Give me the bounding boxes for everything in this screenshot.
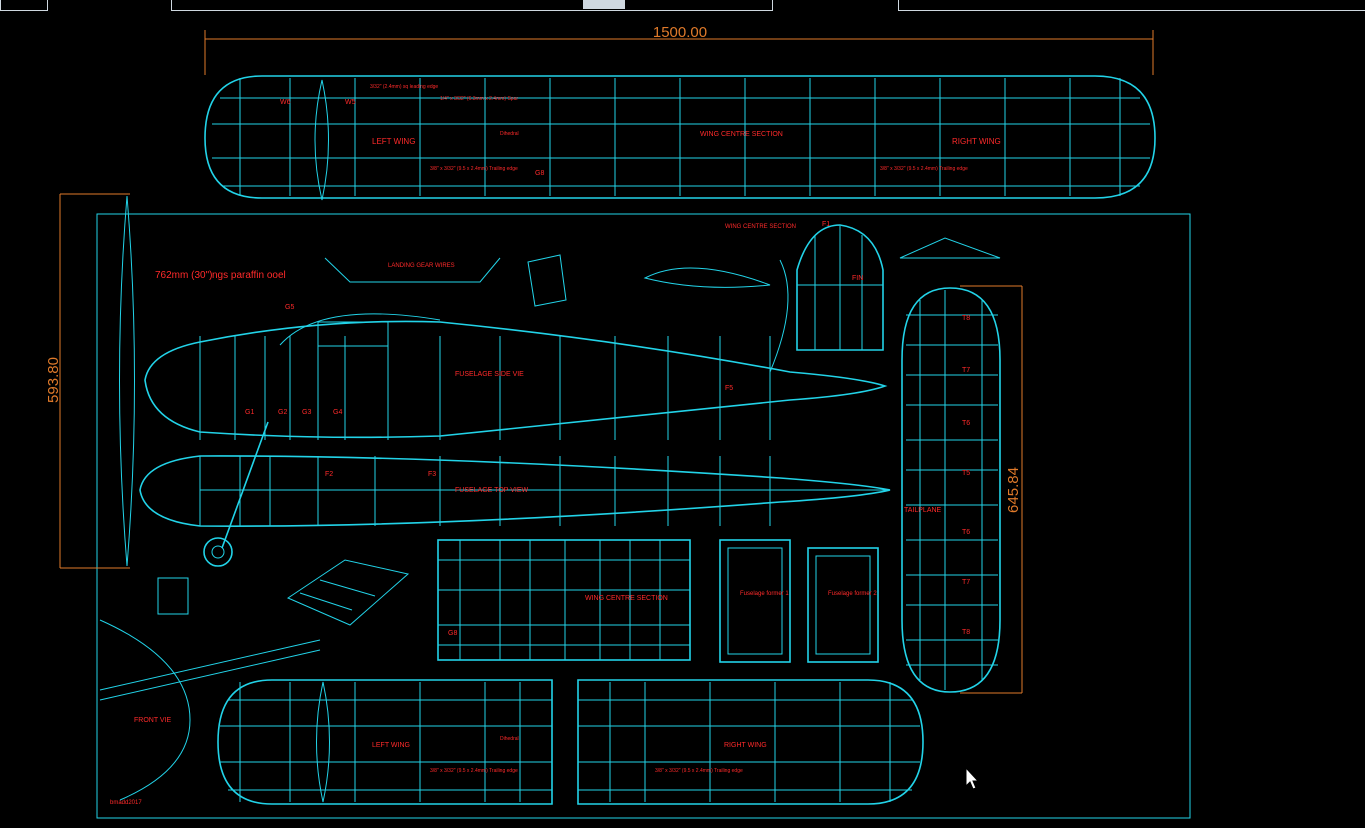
plan-title: 762mm (30") — [155, 270, 212, 281]
propeller-outline — [119, 195, 135, 567]
gusset-g4: G4 — [333, 409, 342, 416]
tail-t7-a: T7 — [962, 367, 970, 374]
bottom-right-wing-label: RIGHT WING — [724, 742, 767, 749]
fuselage-side-view: FUSELAGE SIDE VIE G1 G2 G3 G4 G5 F5 — [144, 259, 888, 440]
tail-t8-b: T8 — [962, 629, 970, 636]
former-f2: F2 — [325, 471, 333, 478]
tailplane-span-value: 645.84 — [1005, 467, 1022, 513]
former-2-label: Fuselage former 2 — [828, 591, 877, 597]
front-view-label: FRONT VIE — [134, 717, 172, 724]
tailplane-span-dimension: 645.84 — [960, 285, 1023, 694]
spar-note-top: 1/4" x 3/32" (6.3mm x 2.4mm) Spar — [440, 96, 518, 102]
te-note-bottom-right: 3/8" x 3/32" (9.5 x 2.4mm) Trailing edge — [655, 768, 743, 774]
mid-g8: G8 — [448, 630, 457, 637]
tail-t8-a: T8 — [962, 315, 970, 322]
landing-gear-wires: LANDING GEAR WIRES — [324, 257, 501, 283]
gusset-g2: G2 — [278, 409, 287, 416]
toolbar-fragment-left — [0, 0, 48, 11]
le-note-top: 3/32" (2.4mm) sq leading edge — [370, 84, 438, 90]
dihedral-brace — [157, 559, 410, 626]
bottom-right-wing: RIGHT WING 3/8" x 3/32" (9.5 x 2.4mm) Tr… — [577, 679, 924, 805]
dihedral-label-bottom: Dihedral — [500, 736, 519, 742]
fin-former-f1: F1 — [822, 221, 830, 228]
gusset-g1: G1 — [245, 409, 254, 416]
wing-centre-label: WING CENTRE SECTION — [700, 131, 783, 138]
toolbar-fragment-right — [898, 0, 1365, 11]
front-view: FRONT VIE bmadd2017 — [99, 619, 321, 806]
right-wing-label: RIGHT WING — [952, 137, 1001, 146]
tail-t7-b: T7 — [962, 579, 970, 586]
toolbar-button-fragment[interactable] — [583, 0, 625, 9]
fuselage-length-value: 593.80 — [45, 357, 62, 403]
wingspan-dimension: 1500.00 — [204, 24, 1154, 75]
fuselage-top-label: FUSELAGE TOP VIEW — [455, 487, 529, 494]
tailplane-label: TAILPLANE — [904, 507, 942, 514]
te-note-bottom-left: 3/8" x 3/32" (9.5 x 2.4mm) Trailing edge — [430, 768, 518, 774]
fin-plan: FIN F1 — [796, 221, 884, 351]
mid-centre-label: WING CENTRE SECTION — [585, 595, 668, 602]
gusset-g5: G5 — [285, 304, 294, 311]
rib-w6-top: W6 — [280, 99, 291, 106]
bottom-left-wing: LEFT WING Dihedral 3/8" x 3/32" (9.5 x 2… — [217, 679, 553, 805]
fin-label: FIN — [852, 275, 863, 282]
wing-centre-section-detail: WING CENTRE SECTION — [527, 224, 1001, 307]
top-wing-plan: LEFT WING RIGHT WING WING CENTRE SECTION… — [204, 75, 1156, 201]
tail-t5: T5 — [962, 470, 970, 477]
tail-t6-b: T6 — [962, 529, 970, 536]
rib-g8-top: G8 — [535, 170, 544, 177]
fuselage-top-view: FUSELAGE TOP VIEW F2 F3 — [139, 421, 891, 567]
toolbar-fragment-center — [171, 0, 773, 11]
fuselage-formers: Fuselage former 1 Fuselage former 2 — [719, 539, 879, 663]
former-f5: F5 — [725, 385, 733, 392]
former-1-label: Fuselage former 1 — [740, 591, 789, 597]
te-note-top-left: 3/8" x 3/32" (9.5 x 2.4mm) Trailing edge — [430, 166, 518, 172]
left-wing-label: LEFT WING — [372, 137, 415, 146]
plan-subtitle: ngs paraffin ooel — [212, 270, 286, 281]
wing-centre-detail-label: WING CENTRE SECTION — [725, 224, 796, 230]
rib-w5-top: W5 — [345, 99, 356, 106]
fuselage-length-dimension: 593.80 — [45, 193, 130, 569]
wingspan-value: 1500.00 — [653, 24, 707, 41]
dihedral-label-top: Dihedral — [500, 131, 519, 137]
author-label: bmadd2017 — [110, 800, 142, 806]
bottom-left-wing-label: LEFT WING — [372, 742, 410, 749]
former-f3: F3 — [428, 471, 436, 478]
mouse-pointer-icon — [965, 766, 980, 790]
fuselage-side-label: FUSELAGE SIDE VIE — [455, 371, 524, 378]
te-note-top-right: 3/8" x 3/32" (9.5 x 2.4mm) Trailing edge — [880, 166, 968, 172]
tailplane-plan: TAILPLANE T8 T7 T6 T5 T6 T7 T8 — [901, 287, 1001, 693]
tail-t6-a: T6 — [962, 420, 970, 427]
gusset-g3: G3 — [302, 409, 311, 416]
landing-gear-label: LANDING GEAR WIRES — [388, 263, 455, 269]
middle-wing-centre: WING CENTRE SECTION G8 — [437, 539, 691, 661]
sheet-border — [96, 213, 1191, 819]
